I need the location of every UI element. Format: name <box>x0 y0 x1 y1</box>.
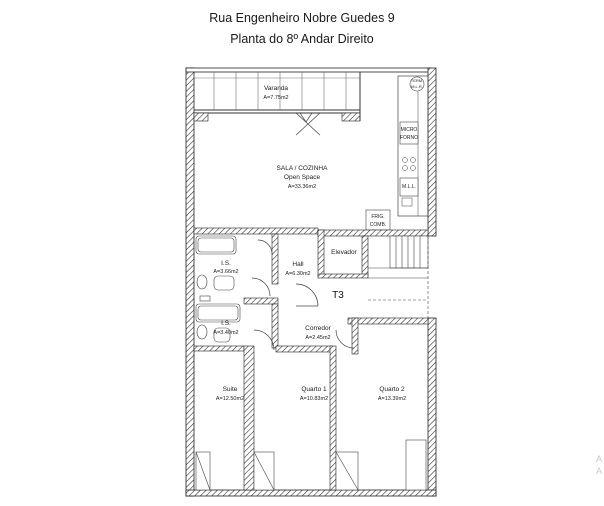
doors <box>251 239 355 351</box>
stairs <box>368 235 429 318</box>
sala-area: A=33.36m2 <box>288 184 316 190</box>
quarto1-area: A=10.83m2 <box>300 396 328 402</box>
is2-area: A=3.40m2 <box>213 330 238 336</box>
plan-address-title: Rua Engenheiro Nobre Guedes 9 <box>209 11 395 25</box>
sala-sub-label: Open Space <box>284 174 321 181</box>
bathroom-fixtures <box>195 235 241 343</box>
elevador-label: Elevador <box>331 249 357 256</box>
quarto2-label: Quarto 2 <box>379 386 405 393</box>
suite-area: A=12.50m2 <box>216 396 244 402</box>
typology-label: T3 <box>332 290 344 301</box>
varanda-area: A=7.75m2 <box>263 95 288 101</box>
is2-label: I.S. <box>221 320 231 327</box>
forno-label: FORNO <box>400 135 418 141</box>
varanda-label: Varanda <box>264 85 288 92</box>
is1-area: A=3.66m2 <box>213 269 238 275</box>
suite-label: Suite <box>223 386 238 393</box>
balcony-railing <box>193 72 361 136</box>
quarto1-label: Quarto 1 <box>301 386 327 393</box>
corredor-label: Corredor <box>305 325 331 332</box>
kitchen-counter <box>365 75 429 231</box>
sala-label: SALA / COZINHA <box>277 165 329 172</box>
wardrobes <box>195 439 427 491</box>
corredor-area: A=2.45m2 <box>305 335 330 341</box>
termo-label: TERM. <box>411 78 423 83</box>
hall-label: Hall <box>292 261 304 268</box>
hall-area: A=6.30m2 <box>285 271 310 277</box>
frig-label: FRIG. <box>371 214 384 220</box>
exterior-walls <box>185 67 437 497</box>
watermark-line-2: A <box>596 466 602 476</box>
plan-floor-subtitle: Planta do 8º Andar Direito <box>230 32 374 46</box>
comb-label: COMB. <box>370 222 386 228</box>
interior-walls <box>193 227 429 491</box>
watermark-line-1: A <box>596 454 602 464</box>
is1-label: I.S. <box>221 260 231 267</box>
mll-label: M.L.L. <box>402 184 416 190</box>
quarto2-area: A=13.39m2 <box>378 396 406 402</box>
termo-label-2: M.L.R. <box>411 84 423 89</box>
micro-label: MICRO <box>401 127 418 133</box>
